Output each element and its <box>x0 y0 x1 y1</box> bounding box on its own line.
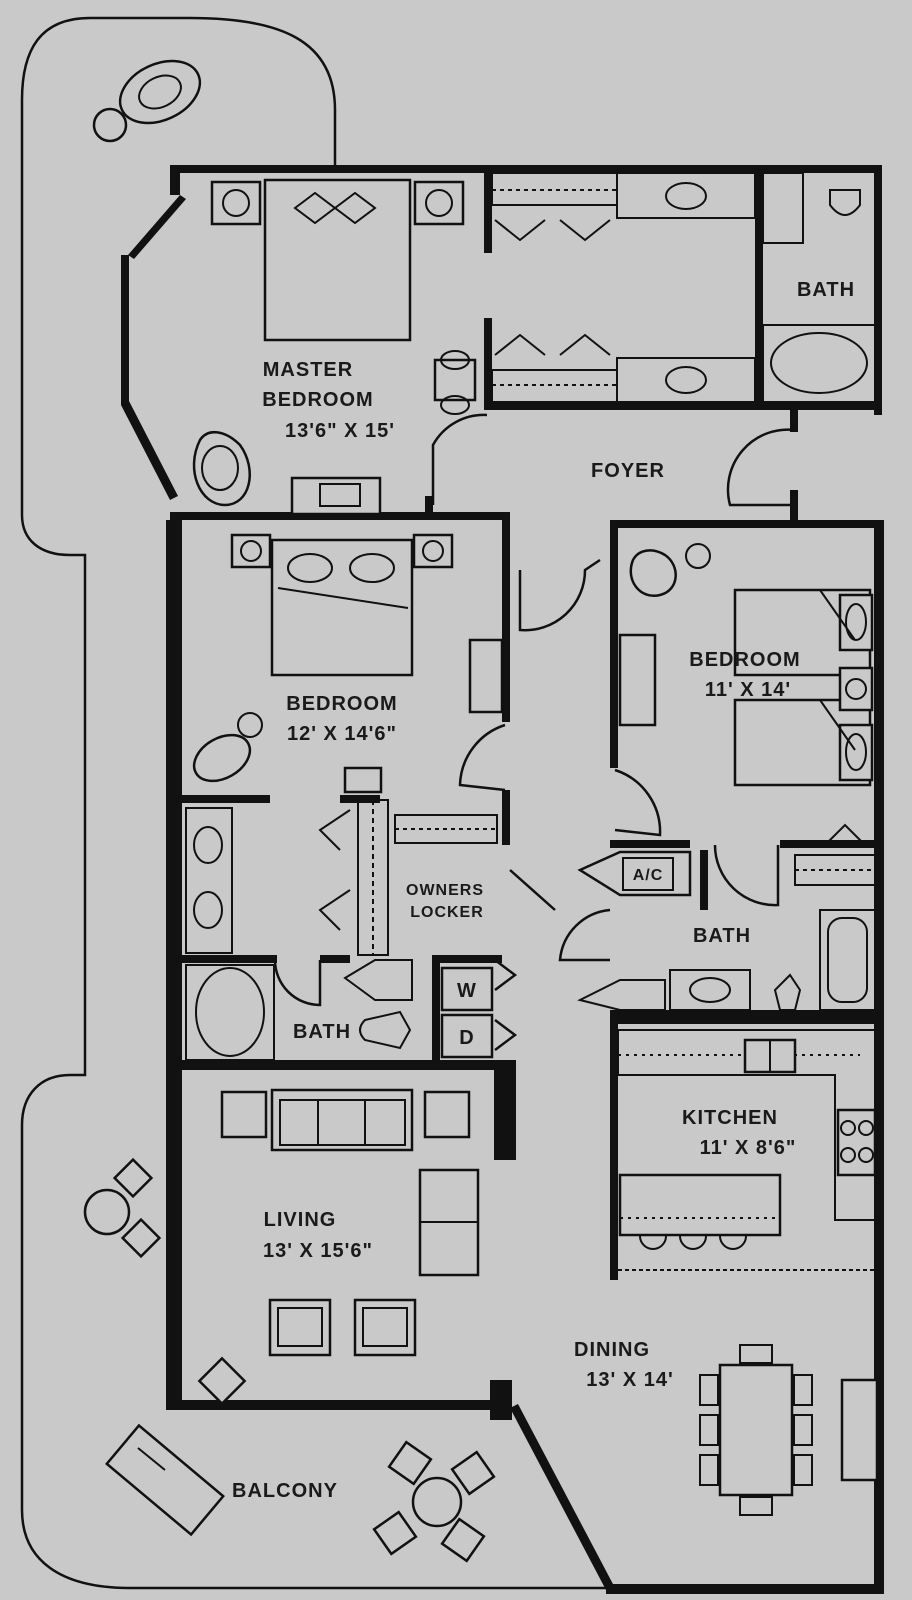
living-furniture <box>197 1088 480 1406</box>
master-bath-label: BATH <box>797 279 855 301</box>
kitchen-size: 11' X 8'6" <box>700 1137 797 1159</box>
master-closet <box>491 172 756 403</box>
balcony-outline <box>20 16 610 1590</box>
fireplace <box>290 476 382 516</box>
bedroom2-bed <box>230 533 454 677</box>
bedroom2-size: 12' X 14'6" <box>287 723 397 745</box>
owners-locker-box <box>394 814 498 844</box>
bedroom2-chair <box>192 712 263 783</box>
balcony-table-right <box>372 1440 496 1563</box>
room-labels: MASTER BEDROOM 13'6" X 15' BATH FOYER BE… <box>232 279 855 1502</box>
balcony-lounger <box>105 1423 225 1537</box>
ac-label: A/C <box>633 867 664 884</box>
bedroom3-bed <box>733 588 874 787</box>
interior-walls <box>170 173 882 1280</box>
living-label: LIVING <box>264 1209 337 1231</box>
bedroom2-dresser <box>468 638 504 714</box>
bedroom3-label: BEDROOM <box>689 649 800 671</box>
dining-label: DINING <box>574 1339 650 1361</box>
dining-buffet <box>840 1378 879 1482</box>
left-bath-fixtures <box>185 807 412 1061</box>
kitchen-fixtures <box>617 1029 880 1271</box>
master-bath-fixtures <box>762 172 876 403</box>
master-bedroom-label-1: MASTER <box>263 359 353 381</box>
center-bath-fixtures <box>577 823 876 1011</box>
doors <box>273 413 796 1051</box>
dryer-label: D <box>459 1027 474 1049</box>
left-bath-label: BATH <box>293 1021 351 1043</box>
dining-size: 13' X 14' <box>586 1369 673 1391</box>
master-bedroom-label-2: BEDROOM <box>262 389 373 411</box>
bedroom3-chair <box>629 543 711 598</box>
living-size: 13' X 15'6" <box>263 1240 373 1262</box>
owners-label: OWNERS <box>406 882 484 899</box>
bedroom2-closet <box>318 799 389 956</box>
master-chair <box>192 431 251 507</box>
balcony-label: BALCONY <box>232 1480 338 1502</box>
dining-table <box>699 1344 813 1516</box>
master-bedroom-size: 13'6" X 15' <box>285 420 395 442</box>
washer-label: W <box>457 980 477 1002</box>
master-table <box>433 350 477 415</box>
foyer-label: FOYER <box>591 460 665 482</box>
master-bed <box>210 178 465 342</box>
washer-dryer <box>343 959 494 1059</box>
bedroom2-tv <box>343 766 383 794</box>
center-bath-label: BATH <box>693 925 751 947</box>
bedroom3-dresser <box>618 633 657 727</box>
locker-label: LOCKER <box>410 904 484 921</box>
exterior-walls <box>121 165 884 1594</box>
bedroom2-label: BEDROOM <box>286 693 397 715</box>
bedroom3-size: 11' X 14' <box>705 679 791 701</box>
balcony-table-left <box>83 1157 162 1259</box>
balcony-furniture-top <box>92 59 202 143</box>
ac-unit <box>577 850 692 897</box>
kitchen-label: KITCHEN <box>682 1107 778 1129</box>
